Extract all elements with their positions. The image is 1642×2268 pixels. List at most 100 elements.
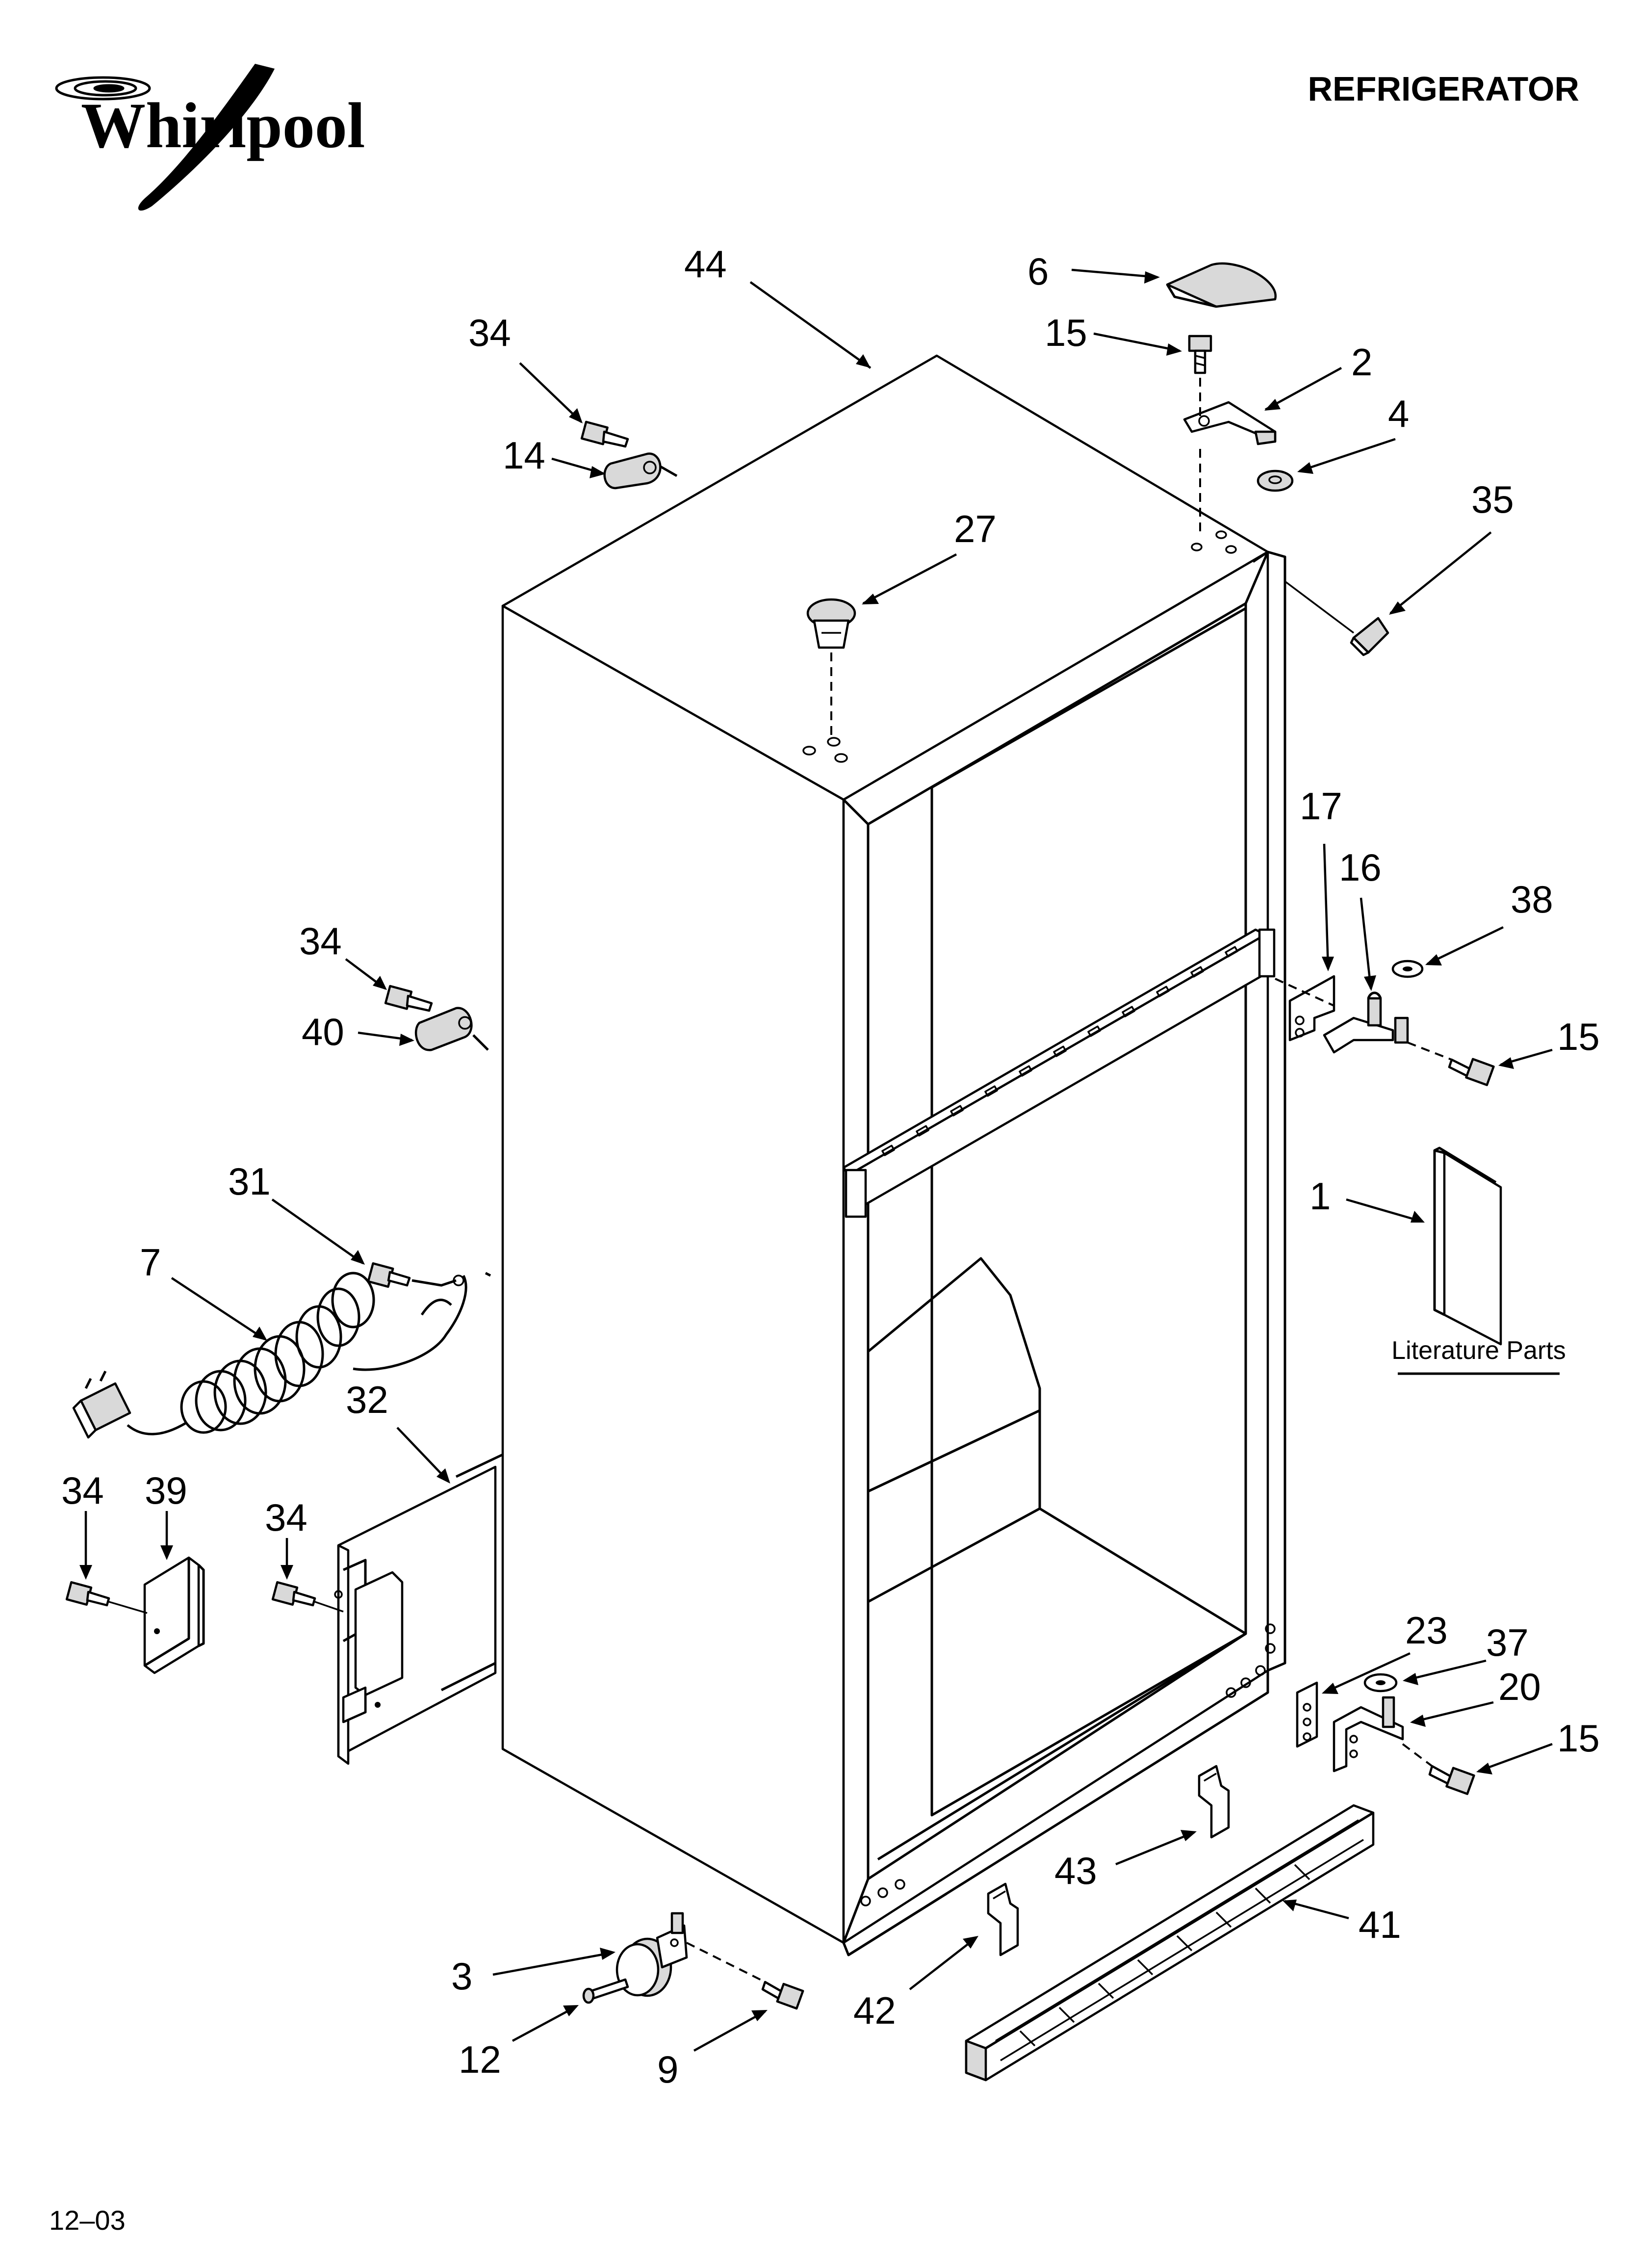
logo-wordmark: Whirlpool — [81, 89, 365, 161]
top-clamp — [603, 452, 662, 490]
top-clamp-line — [659, 465, 678, 477]
callout-44: 44 — [684, 242, 727, 286]
callout-23: 23 — [1405, 1609, 1448, 1652]
bottom-hinge-screw — [1428, 1765, 1475, 1795]
callout-27: 27 — [954, 507, 997, 550]
cabinet-side-face — [501, 604, 845, 1944]
side-clamp-screw — [384, 985, 433, 1012]
top-plug-button — [806, 598, 856, 649]
callout-34-mid: 34 — [299, 919, 342, 963]
hinge-shim — [1350, 617, 1389, 656]
divider-rail-slots — [881, 946, 1238, 1156]
ground-screw — [367, 1262, 411, 1288]
callout-17: 17 — [1300, 784, 1342, 828]
divider-rail-end-left — [845, 1169, 867, 1218]
top-hinge-cover — [1166, 262, 1277, 308]
callout-15-mid: 15 — [1557, 1015, 1600, 1058]
logo-swirl-mid — [74, 80, 137, 97]
leader-lines — [79, 268, 1553, 2052]
base-grille-louvers — [995, 1819, 1364, 2061]
callout-12: 12 — [459, 2038, 501, 2081]
cord-cover — [143, 1556, 205, 1674]
rear-panel-edge-bottom — [440, 1662, 496, 1692]
rear-access-panel — [334, 1465, 497, 1765]
callout-numbers: 44 6 15 2 4 34 14 27 35 17 16 38 15 34 4… — [61, 242, 1600, 2091]
roller-assembly — [616, 1912, 688, 1997]
crisper-shelf-lower — [867, 1409, 1041, 1603]
callout-31: 31 — [228, 1160, 271, 1203]
cabinet-front-holes — [860, 1623, 1276, 1906]
callout-15-top: 15 — [1045, 311, 1087, 354]
roller-pin — [582, 1978, 629, 2004]
top-hinge-screw — [1188, 335, 1212, 374]
callout-41: 41 — [1359, 1903, 1401, 1946]
center-hinge-shim — [1288, 975, 1335, 1042]
callout-6: 6 — [1027, 250, 1049, 293]
cabinet-top-bevel — [1252, 550, 1286, 1672]
side-clamp-line — [472, 1034, 489, 1051]
power-cord — [72, 1272, 491, 1439]
cabinet-bottom-rail — [842, 1670, 1269, 1956]
callout-15-bot: 15 — [1557, 1717, 1600, 1760]
callout-42: 42 — [853, 1989, 896, 2032]
roller-axis — [686, 1942, 766, 1983]
callout-35: 35 — [1471, 478, 1514, 521]
bracket-screw — [271, 1581, 316, 1607]
rear-panel-edge-top — [455, 1453, 504, 1478]
callout-14: 14 — [503, 434, 545, 477]
callout-34-left: 34 — [61, 1469, 104, 1512]
refrigerator-cabinet — [501, 354, 1286, 1956]
callout-7: 7 — [140, 1241, 161, 1284]
cord-cover-screw — [65, 1581, 110, 1607]
callout-38: 38 — [1511, 878, 1553, 921]
callout-34-top: 34 — [468, 311, 511, 354]
literature-parts-booklet — [1433, 1147, 1502, 1346]
roller-screw — [761, 1981, 804, 2010]
callout-39: 39 — [145, 1469, 187, 1512]
grille-clip-left — [987, 1882, 1019, 1956]
cabinet-flange-edge-top — [1244, 551, 1269, 604]
bottom-hinge-axis — [1402, 1743, 1433, 1767]
center-hinge-axis-2 — [1407, 1042, 1452, 1061]
center-hinge-screw — [1448, 1058, 1495, 1086]
divider-rail-end-right — [1258, 928, 1276, 978]
revision-code: 12–03 — [49, 2205, 126, 2236]
liner-floor-lip — [877, 1632, 1247, 1861]
top-hinge — [1183, 401, 1277, 445]
callout-16: 16 — [1339, 846, 1382, 889]
callout-20: 20 — [1498, 1665, 1541, 1708]
callout-32: 32 — [346, 1378, 388, 1421]
cabinet-bottom-edge — [847, 1892, 948, 1956]
callout-34-bracket: 34 — [265, 1496, 308, 1539]
bottom-hinge-washer — [1363, 1673, 1398, 1693]
callout-40: 40 — [302, 1010, 344, 1053]
cabinet-top-holes — [802, 530, 1237, 763]
callout-4: 4 — [1388, 392, 1409, 435]
bracket-screw-axis — [314, 1601, 344, 1613]
callout-9: 9 — [657, 2048, 678, 2091]
callout-37: 37 — [1486, 1621, 1529, 1664]
bottom-hinge-shim — [1296, 1681, 1318, 1748]
page-title: REFRIGERATOR — [1308, 70, 1579, 108]
callout-2: 2 — [1351, 340, 1372, 384]
callout-43: 43 — [1054, 1849, 1097, 1892]
center-hinge — [1323, 991, 1409, 1054]
callout-1: 1 — [1309, 1174, 1331, 1218]
literature-parts-label: Literature Parts — [1391, 1336, 1566, 1365]
grille-clip-right — [1198, 1765, 1230, 1839]
bottom-hinge — [1333, 1696, 1404, 1773]
logo-swoosh — [138, 64, 275, 211]
callout-3: 3 — [451, 1955, 472, 1998]
logo-swirl-outer — [55, 76, 151, 101]
base-grille — [965, 1804, 1375, 2082]
hinge-shim-axis — [1284, 580, 1355, 634]
center-hinge-washer — [1391, 960, 1424, 978]
liner-floor-back — [1039, 1507, 1247, 1635]
center-hinge-axis — [1275, 978, 1334, 1007]
cord-cover-axis — [108, 1601, 148, 1614]
top-hinge-washer — [1257, 469, 1294, 492]
logo-swirl-inner — [93, 84, 125, 93]
whirlpool-logo: Whirlpool — [55, 64, 365, 211]
